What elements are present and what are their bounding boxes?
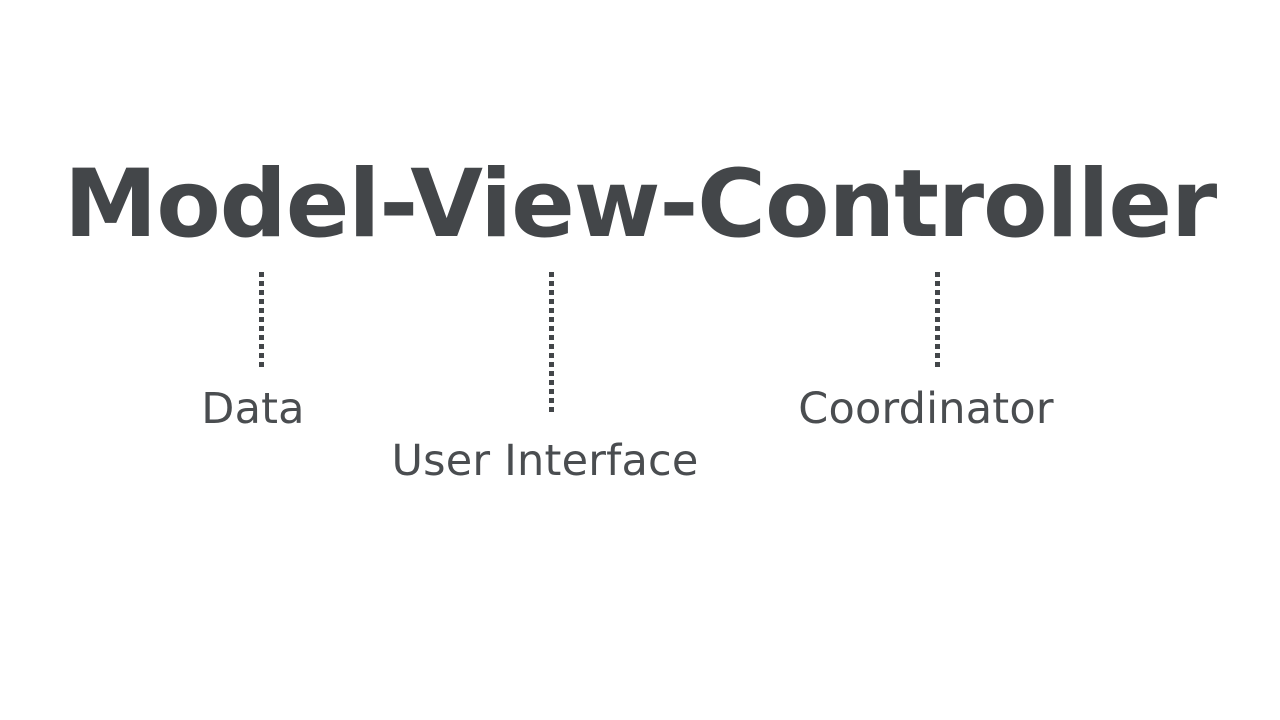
role-label-view: User Interface	[391, 436, 699, 486]
dotted-connector-controller	[935, 272, 940, 367]
dotted-connector-model	[259, 272, 264, 367]
page-title: Model-View-Controller	[63, 150, 1217, 259]
dotted-connector-view	[549, 272, 554, 416]
role-label-model: Data	[201, 384, 305, 434]
role-label-controller: Coordinator	[798, 384, 1054, 434]
